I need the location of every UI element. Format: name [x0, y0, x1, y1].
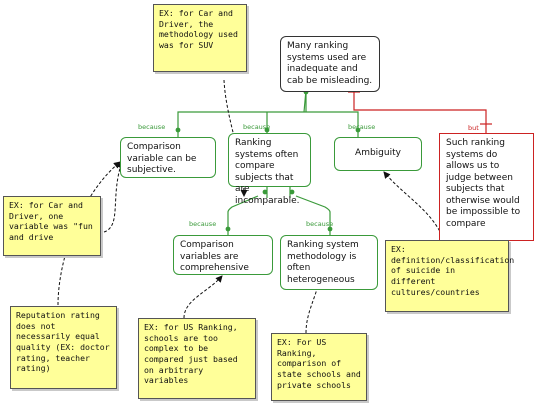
note-suicide[interactable]: EX: definition/classification of suicide…: [385, 240, 514, 312]
reason-subjective-node[interactable]: Comparison variable can be subjective.: [120, 137, 216, 178]
note-us-schools-complex[interactable]: EX: for US Ranking, schools are too comp…: [138, 318, 256, 399]
reason-ambiguity-node[interactable]: Ambiguity: [334, 137, 422, 171]
because-label-subjective: because: [138, 123, 166, 131]
note-reputation[interactable]: Reputation rating does not necessarily e…: [10, 306, 117, 389]
because-label-heterogeneous: because: [306, 220, 334, 228]
because-label-incomparable: because: [243, 123, 271, 131]
because-label-comprehensive: because: [189, 220, 217, 228]
contention-node[interactable]: Many ranking systems used are inadequate…: [280, 36, 380, 92]
reason-heterogeneous-node[interactable]: Ranking system methodology is often hete…: [280, 235, 378, 290]
note-us-state-private[interactable]: EX: For US Ranking, comparison of state …: [271, 333, 367, 401]
but-label-objection: but: [468, 124, 479, 132]
support-dots-level2: [225, 189, 333, 232]
note-car-driver-suv[interactable]: EX: for Car and Driver, the methodology …: [153, 4, 247, 72]
reason-incomparable-node[interactable]: Ranking systems often compare subjects t…: [228, 133, 311, 206]
reason-ambiguity-label: Ambiguity: [355, 148, 401, 159]
because-label-ambiguity: because: [348, 123, 376, 131]
note-car-driver-fun[interactable]: EX: for Car and Driver, one variable was…: [3, 196, 101, 256]
objection-line: [348, 91, 492, 133]
reason-comprehensive-node[interactable]: Comparison variables are comprehensive: [173, 235, 273, 275]
objection-allows-node[interactable]: Such ranking systems do allows us to jud…: [439, 133, 534, 241]
